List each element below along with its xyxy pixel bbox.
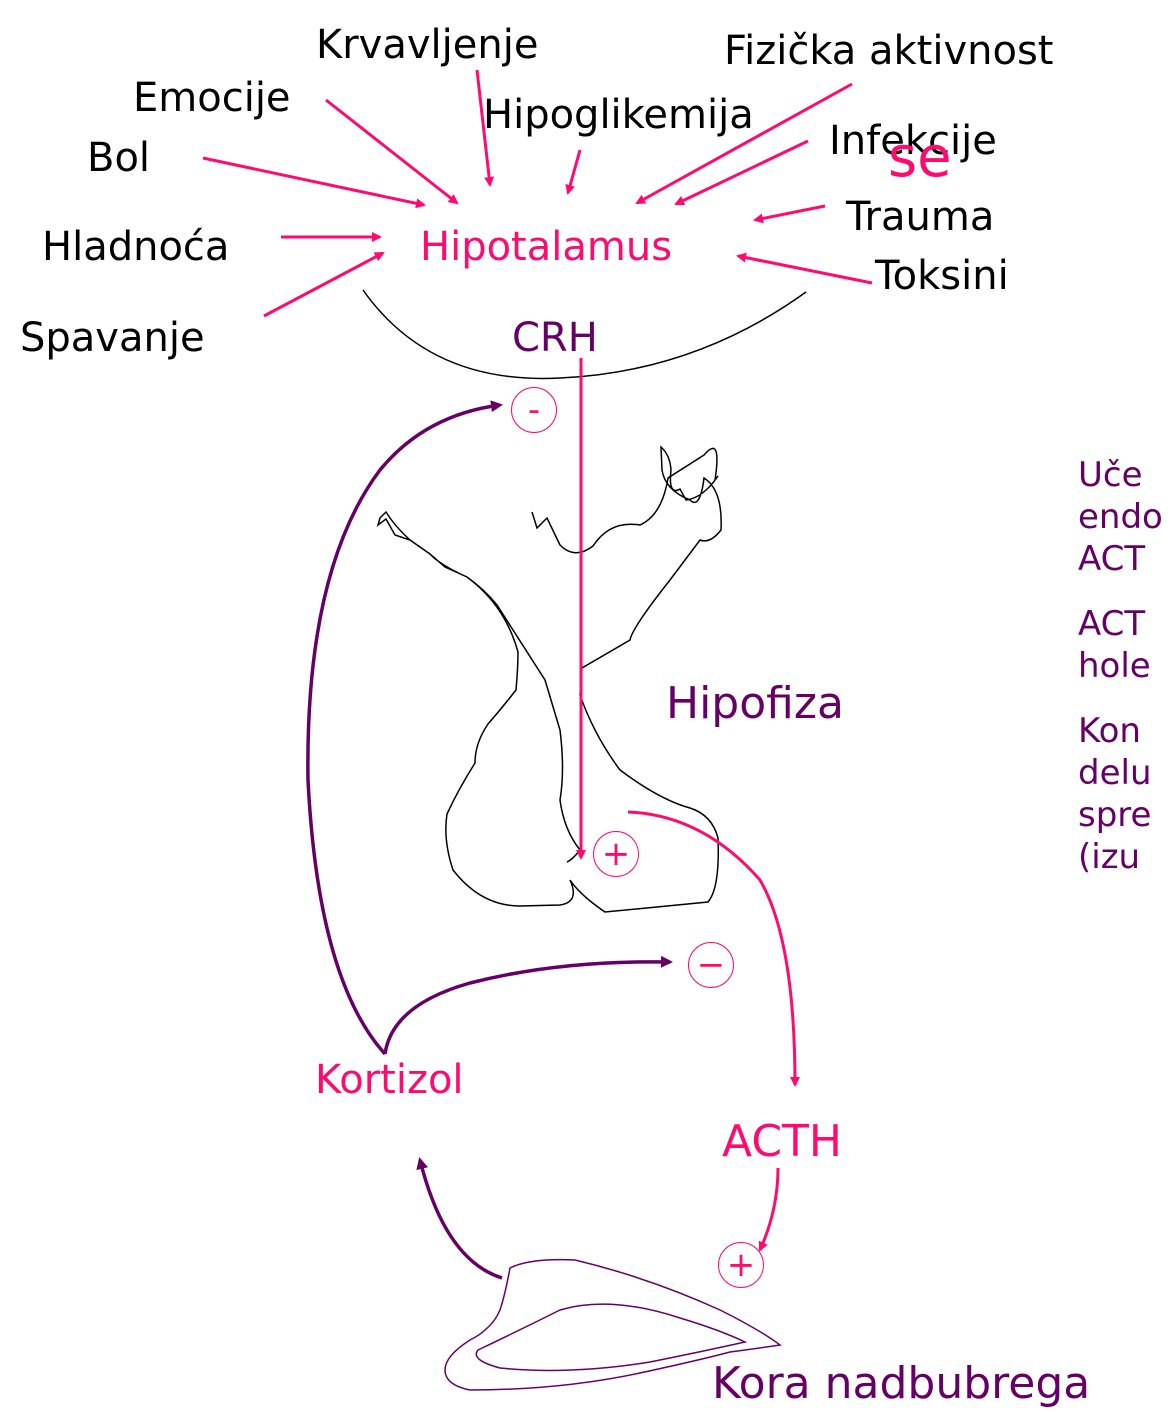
arrow-spavanje <box>264 253 383 316</box>
stimulus-emocije: Emocije <box>133 78 291 118</box>
plus-sign-pituitary: + <box>593 831 639 877</box>
side-text-line-7: delu <box>1078 753 1152 794</box>
kora-nadbubrega-label: Kora nadbubrega <box>712 1362 1090 1406</box>
stimulus-trauma: Trauma <box>846 197 994 237</box>
hipotalamus-label: Hipotalamus <box>420 227 672 267</box>
side-text-line-6: Kon <box>1078 711 1141 752</box>
arrow-toksini <box>738 256 872 283</box>
side-text-line-5: hole <box>1078 646 1151 687</box>
side-text-line-2: endo <box>1078 497 1163 538</box>
stimulus-hladnoca: Hladnoća <box>42 227 229 267</box>
acth-to-adrenal-arrow <box>760 1168 778 1250</box>
crh-label: CRH <box>512 318 598 358</box>
adrenal-inner <box>476 1304 745 1370</box>
minus-sign-hypothalamus: - <box>511 387 557 433</box>
cortisol-feedback-hypothalamus <box>308 405 500 1054</box>
side-text-line-4: ACT <box>1078 604 1145 645</box>
stimulus-krvavljenje: Krvavljenje <box>316 25 538 65</box>
minus-sign-pituitary: − <box>688 942 734 988</box>
side-text-line-3: ACT <box>1078 539 1145 580</box>
side-title: se <box>888 130 952 186</box>
stimulus-hipoglikemija: Hipoglikemija <box>483 95 754 135</box>
acth-label: ACTH <box>722 1120 842 1164</box>
side-text-line-1: Uče <box>1078 455 1143 496</box>
stimulus-spavanje: Spavanje <box>20 318 205 358</box>
arrow-hipoglikemija <box>568 150 580 193</box>
kortizol-label: Kortizol <box>315 1060 464 1100</box>
side-text-line-9: (izu <box>1078 837 1140 878</box>
stimulus-fizicka-aktivnost: Fizička aktivnost <box>724 31 1054 71</box>
stimulus-toksini: Toksini <box>875 256 1009 296</box>
cortisol-feedback-pituitary <box>385 962 670 1054</box>
arrow-trauma <box>755 206 825 220</box>
plus-sign-adrenal: + <box>718 1242 764 1288</box>
arrow-bol <box>203 158 424 205</box>
hipofiza-label: Hipofiza <box>666 682 844 726</box>
arrow-infekcije <box>676 141 808 204</box>
adrenal-to-cortisol-arrow <box>420 1160 502 1278</box>
stimulus-bol: Bol <box>87 138 150 178</box>
side-text-line-8: spre <box>1078 795 1151 836</box>
